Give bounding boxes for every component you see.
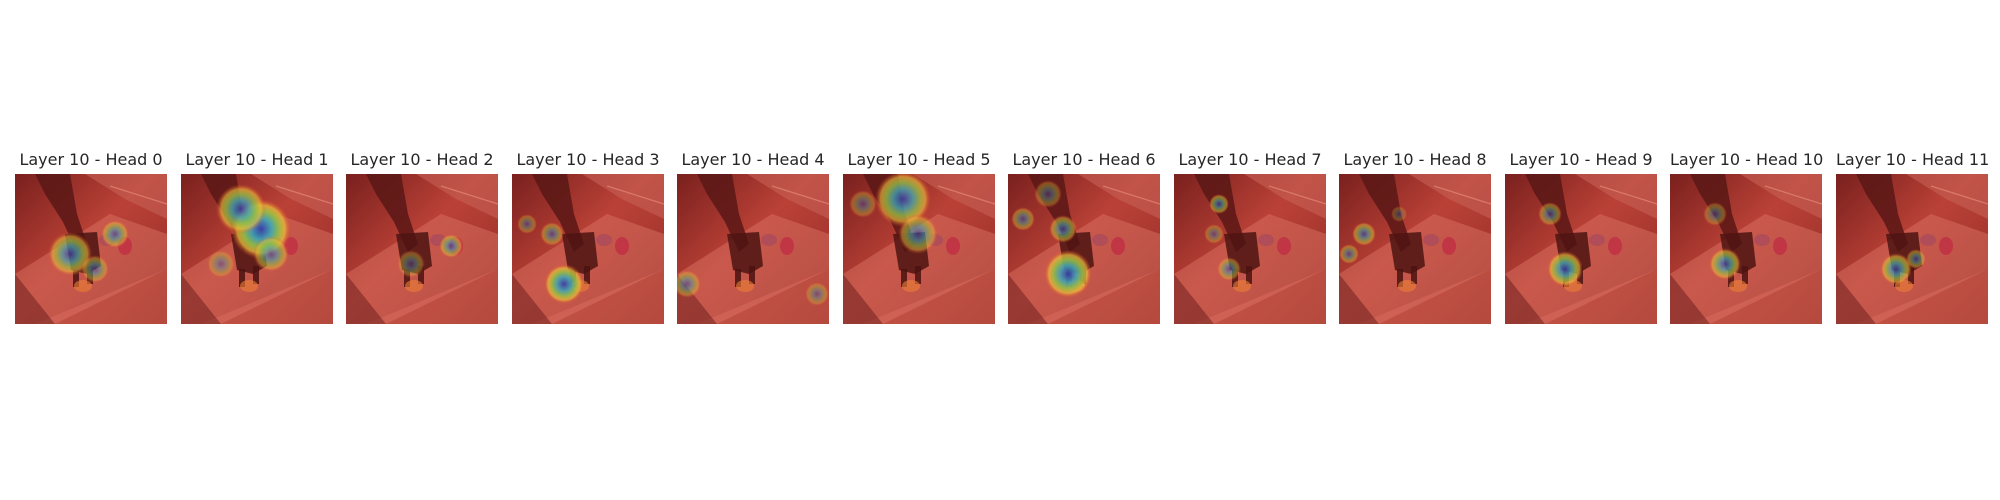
panel-title: Layer 10 - Head 10 xyxy=(1670,150,1824,169)
attention-heatmap-image xyxy=(1836,174,1988,324)
attention-heatmap-image xyxy=(15,174,167,324)
attention-panel: Layer 10 - Head 1 xyxy=(181,148,333,324)
panel-title: Layer 10 - Head 3 xyxy=(516,150,660,169)
attention-heatmap-image xyxy=(677,174,829,324)
attention-panel: Layer 10 - Head 2 xyxy=(346,148,498,324)
attention-heatmap-image xyxy=(1505,174,1657,324)
panel-title: Layer 10 - Head 5 xyxy=(847,150,991,169)
panel-title: Layer 10 - Head 8 xyxy=(1343,150,1487,169)
attention-panel: Layer 10 - Head 3 xyxy=(512,148,664,324)
panel-title: Layer 10 - Head 2 xyxy=(350,150,494,169)
panel-title: Layer 10 - Head 1 xyxy=(185,150,329,169)
attention-panel: Layer 10 - Head 11 xyxy=(1836,148,1990,324)
attention-heatmap-image xyxy=(181,174,333,324)
attention-panel: Layer 10 - Head 5 xyxy=(843,148,995,324)
attention-panel: Layer 10 - Head 7 xyxy=(1174,148,1326,324)
panel-title: Layer 10 - Head 11 xyxy=(1836,150,1990,169)
attention-panel: Layer 10 - Head 6 xyxy=(1008,148,1160,324)
attention-panel: Layer 10 - Head 9 xyxy=(1505,148,1657,324)
panel-title: Layer 10 - Head 0 xyxy=(19,150,163,169)
attention-heatmap-image xyxy=(1008,174,1160,324)
attention-heatmap-image xyxy=(346,174,498,324)
panel-title: Layer 10 - Head 7 xyxy=(1178,150,1322,169)
attention-heatmap-image xyxy=(1174,174,1326,324)
attention-panel: Layer 10 - Head 0 xyxy=(15,148,167,324)
attention-heatmap-image xyxy=(1670,174,1822,324)
attention-panel: Layer 10 - Head 4 xyxy=(677,148,829,324)
attention-heatmap-image xyxy=(512,174,664,324)
panel-title: Layer 10 - Head 9 xyxy=(1509,150,1653,169)
attention-panel: Layer 10 - Head 8 xyxy=(1339,148,1491,324)
panel-title: Layer 10 - Head 4 xyxy=(681,150,825,169)
attention-heatmap-image xyxy=(1339,174,1491,324)
attention-heatmap-image xyxy=(843,174,995,324)
attention-panel: Layer 10 - Head 10 xyxy=(1670,148,1824,324)
panel-title: Layer 10 - Head 6 xyxy=(1012,150,1156,169)
